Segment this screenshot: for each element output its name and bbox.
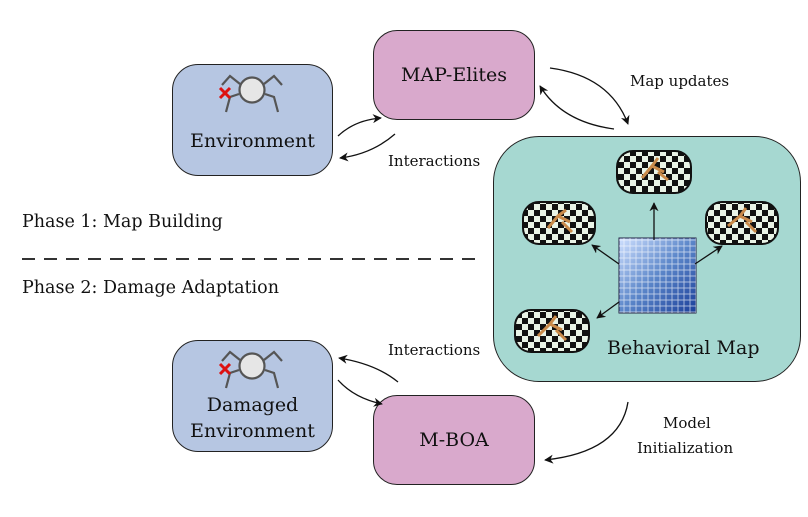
model-initialization-arrow (544, 401, 629, 464)
robot-arena-thumbnail-left (522, 201, 596, 245)
interactions-bottom-label: Interactions (388, 341, 481, 359)
damaged-environment-label-line1: Damaged (206, 394, 299, 416)
map-updates-arrow-in (539, 85, 615, 130)
robot-arena-thumbnail-bottom (514, 309, 590, 353)
grid-to-right-arrow (694, 245, 723, 265)
grid-to-left-arrow (591, 244, 620, 265)
robot-arena-thumbnail-right (705, 201, 779, 245)
mboa-label: M-BOA (419, 429, 489, 451)
map-elites-box: MAP-Elites (373, 30, 535, 120)
behavior-grid-icon (618, 237, 697, 314)
damaged-env-to-mboa-arrow (337, 379, 383, 407)
damaged-robot-icon (218, 74, 283, 113)
phase2-label: Phase 2: Damage Adaptation (22, 278, 279, 298)
damaged-robot-icon-2 (218, 350, 283, 389)
mapelites-to-env-arrow (339, 133, 396, 162)
interactions-top-label: Interactions (388, 152, 481, 170)
env-to-mapelites-arrow (337, 114, 382, 137)
behavioral-map-label: Behavioral Map (607, 337, 760, 359)
model-label-line2: Initialization (637, 439, 734, 457)
grid-to-bottom-left-arrow (596, 301, 620, 319)
robot-arena-thumbnail-top (616, 150, 692, 194)
environment-label: Environment (190, 130, 315, 152)
map-updates-arrow-out (549, 67, 630, 125)
map-elites-label: MAP-Elites (401, 64, 507, 86)
model-label-line1: Model (663, 414, 711, 432)
damaged-environment-label-line2: Environment (190, 420, 315, 442)
mboa-to-damaged-env-arrow (338, 354, 399, 383)
phase1-label: Phase 1: Map Building (22, 212, 223, 232)
map-updates-label: Map updates (630, 72, 730, 90)
mboa-box: M-BOA (373, 395, 535, 485)
